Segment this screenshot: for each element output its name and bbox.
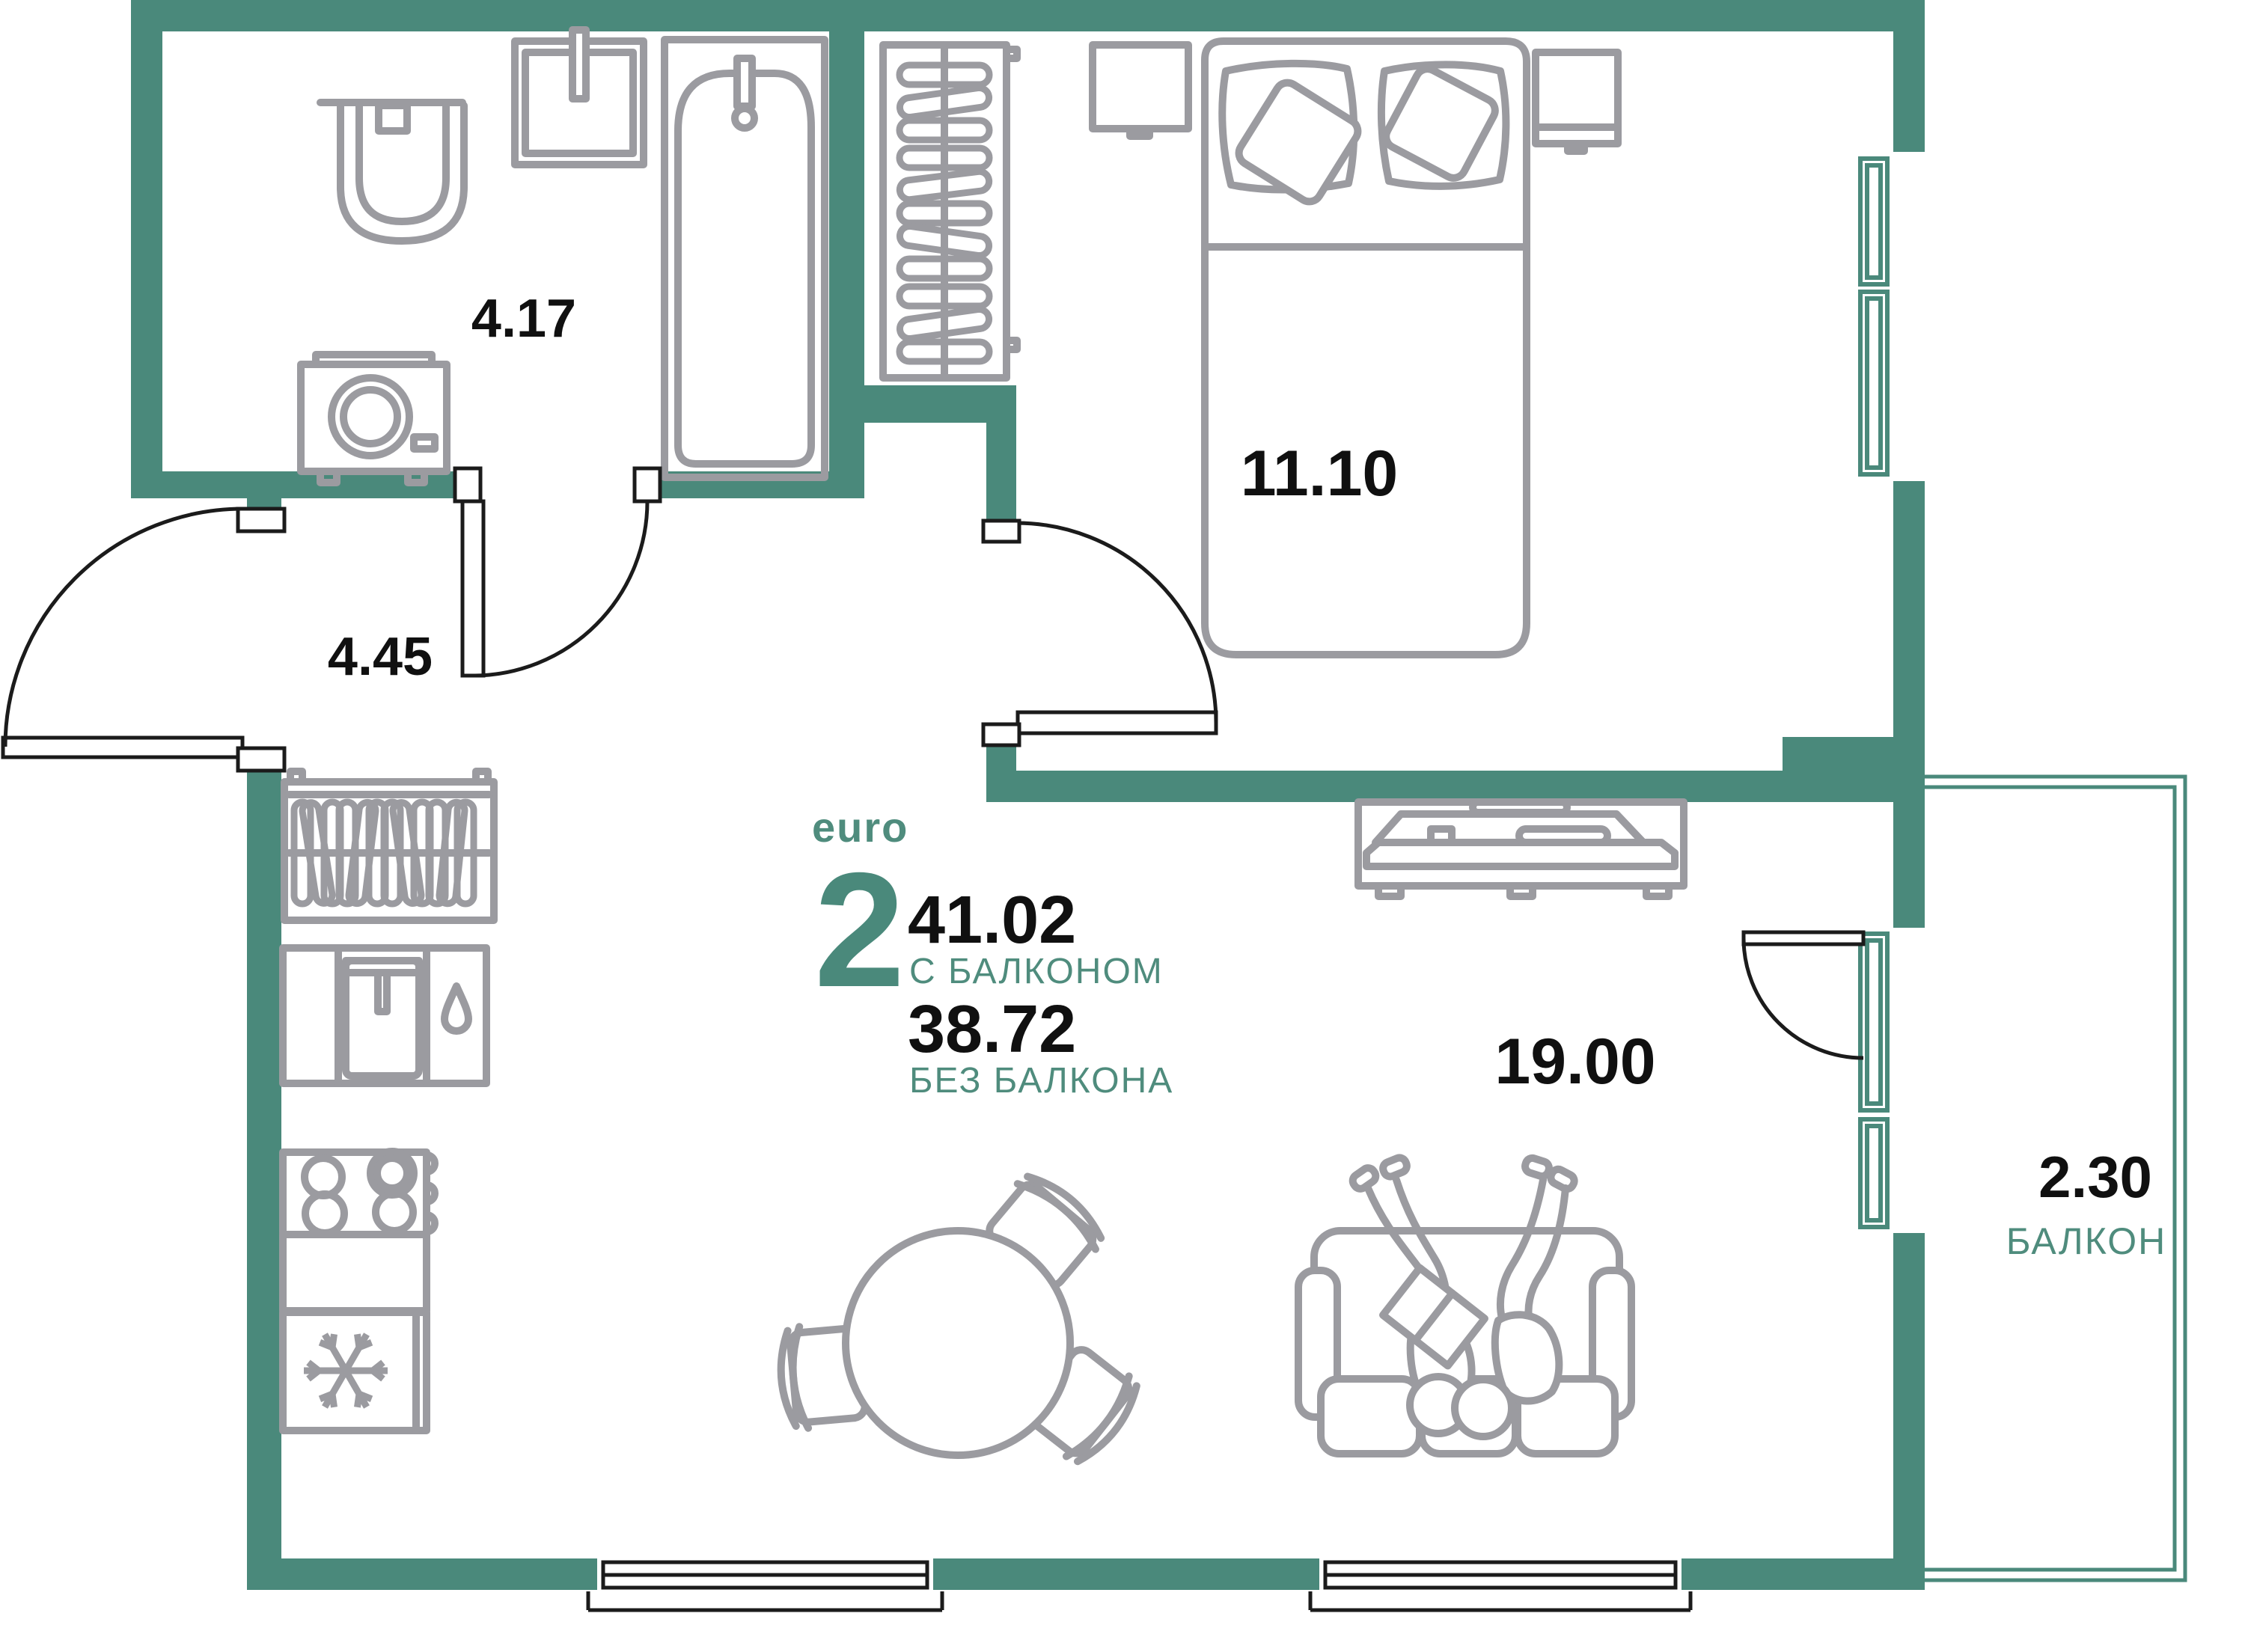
balcony-rail-icon [1925,774,2187,1582]
wall-bathroom-right [829,30,864,498]
pillow-icon [1382,65,1499,182]
wall-wardrobe-stub [864,385,1016,423]
wall-openings [236,152,1925,1593]
person-icon [1348,1154,1488,1437]
balcony-door-icon [1741,930,1890,1229]
window-icon [1308,1560,1693,1612]
book-icon [1379,1264,1488,1370]
bed-icon [1201,37,1530,658]
tv-stand-icon [1354,798,1687,900]
kitchen-sink-icon [342,957,423,1080]
area-without-balcony-value: 38.72 [908,992,1076,1067]
area-with-balcony-value: 41.02 [908,883,1076,958]
stove-icon [279,1148,439,1238]
dining-table-icon [777,1166,1146,1470]
entrance-door-icon [1,507,287,773]
toilet-icon [317,99,468,245]
interior-door-bathroom-icon [453,466,662,678]
unit-rooms-number: 2 [814,839,905,1021]
bathtub-icon [661,36,828,481]
room-area-bathroom: 4.17 [471,289,576,349]
nightstand-icon [1089,41,1192,140]
interior-door-bedroom-icon [981,518,1218,747]
kitchen-counter-icon [279,944,490,1087]
room-area-living: 19.00 [1494,1026,1655,1098]
bath-sink-icon [511,26,647,168]
water-drop-icon [441,982,472,1035]
fridge-snowflake-icon [279,1231,430,1434]
wall-bedroom-living [986,771,1923,802]
unit-info-block: euro 2 41.02 С БАЛКОНОМ 38.72 БЕЗ БАЛКОН… [812,804,1173,1101]
wall-left-upper [131,0,162,498]
washing-machine-icon [297,351,450,486]
window-icon [586,1560,944,1612]
walls [131,0,1925,1590]
person-icon [1451,1154,1578,1440]
room-area-bedroom: 11.10 [1241,438,1398,510]
balcony-label: БАЛКОН [2006,1220,2167,1262]
unit-type-label: euro [812,804,908,851]
room-area-hallway: 4.45 [328,627,433,687]
room-area-balcony: 2.30 [2038,1144,2152,1210]
area-without-balcony-label: БЕЗ БАЛКОНА [909,1061,1173,1101]
bedroom-window-icon [1858,156,1890,477]
area-with-balcony-label: С БАЛКОНОМ [909,952,1164,991]
nightstand-icon [1532,49,1622,155]
wall-top [131,0,1923,31]
wardrobe-hangers-icon [879,41,1021,382]
hall-closet-hangers-icon [281,768,498,924]
table-top [842,1227,1074,1459]
pillow-icon [1235,79,1362,206]
